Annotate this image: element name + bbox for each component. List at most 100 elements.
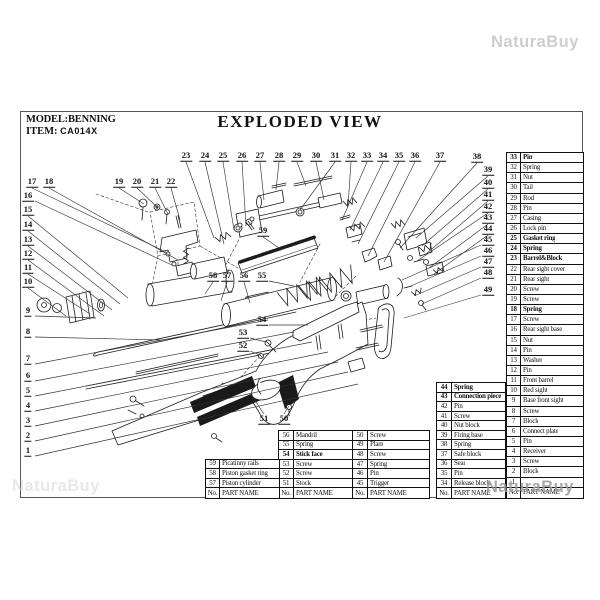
buttstock-parts: [292, 301, 395, 359]
coil-spring: [418, 243, 432, 253]
callout-number: 42: [482, 200, 494, 213]
callout-number: 39: [482, 163, 494, 176]
item-code: CA014X: [60, 126, 98, 137]
callout-number: 29: [291, 149, 303, 162]
callout-number: 31: [329, 149, 341, 162]
callout-number: 43: [482, 211, 494, 224]
page-title: EXPLODED VIEW: [217, 112, 383, 131]
callout-number: 34: [377, 149, 389, 162]
callout-number: 13: [22, 233, 34, 246]
front-assembly: [36, 198, 199, 324]
callout-number: 23: [180, 149, 192, 162]
callout-number: 57: [221, 269, 233, 282]
piston-cylinder: [145, 256, 271, 310]
callout-number: 5: [24, 384, 32, 397]
coil-spring: [410, 287, 422, 297]
callout-number: 6: [24, 369, 32, 382]
picatinny-rail: [237, 235, 319, 274]
table-row: No.PART NAME: [437, 488, 505, 498]
callout-number: 36: [409, 149, 421, 162]
callout-number: 54: [256, 313, 268, 326]
table-row: 1: [507, 477, 583, 488]
callout-number: 49: [482, 283, 494, 296]
table-row: No.PART NAME: [279, 488, 352, 499]
callout-number: 48: [482, 266, 494, 279]
trigger: [257, 377, 262, 395]
callout-number: 18: [43, 175, 55, 188]
callout-number: 9: [24, 304, 32, 317]
barrel-and-block: [233, 175, 351, 238]
callout-number: 21: [149, 175, 161, 188]
callout-number: 44: [482, 222, 494, 235]
callout-number: 2: [24, 429, 32, 442]
callout-number: 4: [24, 399, 32, 412]
construction-lines: [95, 193, 377, 379]
callout-number: 52: [237, 339, 249, 352]
callout-number: 16: [22, 189, 34, 202]
checkering-panel: [197, 391, 261, 426]
model-label: MODEL:BENNING: [26, 114, 116, 125]
coil-spring: [276, 276, 328, 307]
callout-number: 3: [24, 414, 32, 427]
callout-number: 7: [24, 352, 32, 365]
callout-number: 33: [361, 149, 373, 162]
table-row: No.PART NAME: [207, 488, 259, 498]
callout-number: 38: [471, 150, 483, 163]
title-block: MODEL:BENNING ITEM: CA014X: [26, 114, 116, 138]
callout-number: 45: [482, 233, 494, 246]
callout-number: 14: [22, 218, 34, 231]
coil-spring: [298, 264, 353, 302]
callout-number: 24: [199, 149, 211, 162]
callout-number: 1: [24, 444, 32, 457]
callout-number: 59: [257, 224, 269, 237]
coil-spring: [390, 219, 406, 229]
callout-number: 46: [482, 244, 494, 257]
coil-spring: [214, 231, 232, 243]
